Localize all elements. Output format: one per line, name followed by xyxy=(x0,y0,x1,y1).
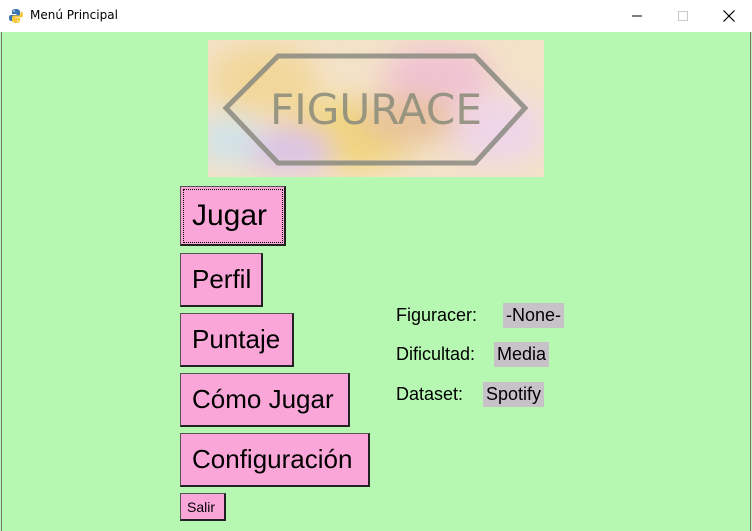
title-bar[interactable]: Menú Principal xyxy=(0,0,752,32)
figurace-logo: FIGURACE xyxy=(208,40,544,177)
close-icon xyxy=(723,10,735,22)
exit-button[interactable]: Salir xyxy=(180,493,226,521)
how-to-play-button[interactable]: Cómo Jugar xyxy=(180,373,350,427)
profile-button[interactable]: Perfil xyxy=(180,253,263,307)
player-label: Figuracer: xyxy=(396,305,478,325)
difficulty-value: Media xyxy=(494,342,550,367)
dataset-label: Dataset: xyxy=(396,384,464,404)
player-value: -None- xyxy=(503,303,565,328)
play-button[interactable]: Jugar xyxy=(180,186,286,246)
maximize-button[interactable] xyxy=(660,0,706,32)
logo-text: FIGURACE xyxy=(270,85,482,134)
minimize-icon xyxy=(632,15,642,17)
difficulty-label: Dificultad: xyxy=(396,344,476,364)
maximize-icon xyxy=(678,11,688,21)
minimize-button[interactable] xyxy=(614,0,660,32)
dataset-value: Spotify xyxy=(483,382,545,407)
score-button[interactable]: Puntaje xyxy=(180,313,294,367)
close-button[interactable] xyxy=(706,0,752,32)
python-icon xyxy=(9,9,23,23)
window-title: Menú Principal xyxy=(30,8,118,22)
settings-button[interactable]: Configuración xyxy=(180,433,370,487)
